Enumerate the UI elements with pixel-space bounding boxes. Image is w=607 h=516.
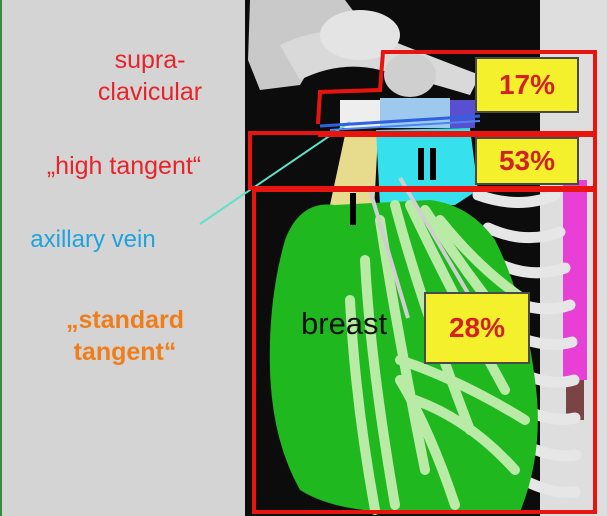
supraclavicular-label: supra- clavicular xyxy=(60,44,240,108)
breast-label: breast xyxy=(301,304,431,344)
supraclavicular-label-line2: clavicular xyxy=(60,76,240,108)
standard-tangent-percent: 28% xyxy=(424,292,530,364)
level-two-bar-b xyxy=(430,148,436,180)
supraclavicular-label-line1: supra- xyxy=(60,44,240,76)
level-two-bar-a xyxy=(418,148,424,180)
supraclavicular-percent: 17% xyxy=(475,57,579,113)
subclavian-region-purple xyxy=(450,100,475,128)
standard-tangent-label-line2: tangent“ xyxy=(20,336,230,368)
standard-tangent-label: „standard tangent“ xyxy=(20,304,230,368)
standard-tangent-label-line1: „standard xyxy=(20,304,230,336)
acromion xyxy=(384,53,436,97)
high-tangent-label: „high tangent“ xyxy=(0,150,248,182)
high-tangent-percent: 53% xyxy=(475,137,579,185)
spine-magenta xyxy=(563,180,587,380)
level-one-bar xyxy=(350,193,356,225)
axillary-vein-label: axillary vein xyxy=(0,224,186,256)
level-two-region xyxy=(376,128,478,205)
